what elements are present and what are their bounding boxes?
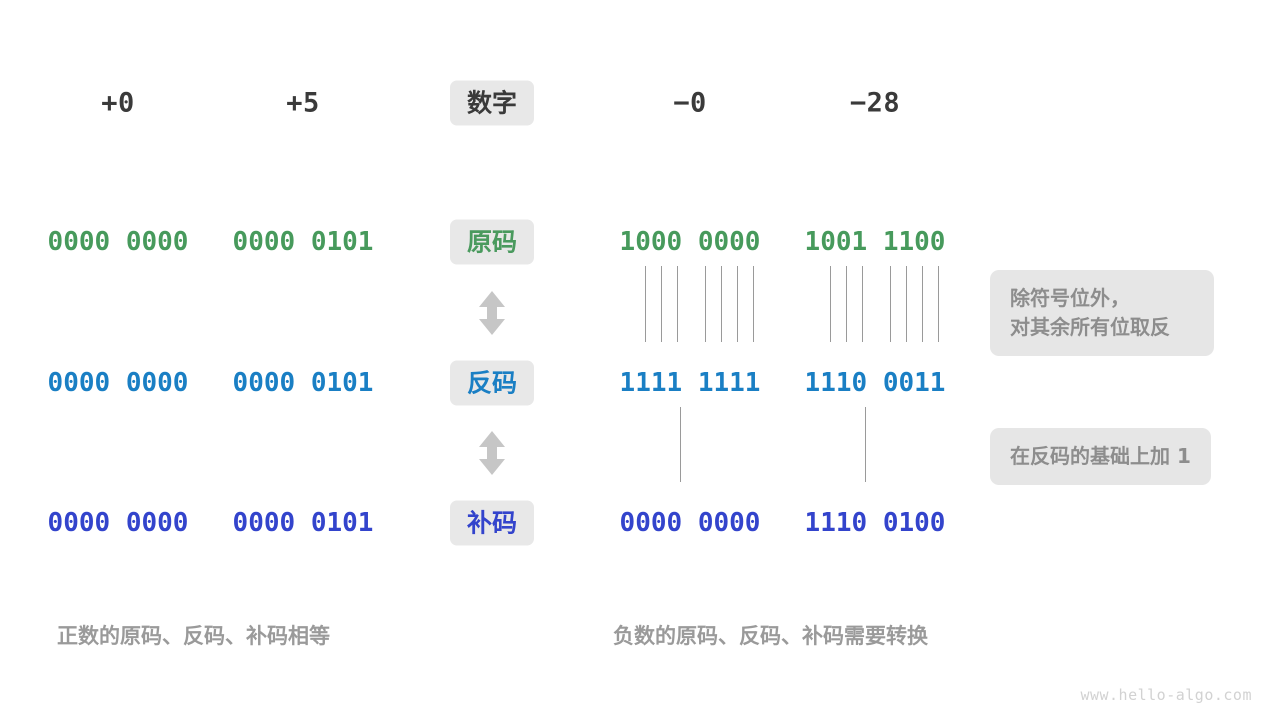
fanma-value-plus-zero: 0000 0000 <box>47 368 189 398</box>
row-badge-buma: 补码 <box>449 500 535 546</box>
fanma-value-minus-twentyeight: 1110 0011 <box>804 368 946 398</box>
connector-line-bit6 <box>721 266 722 342</box>
header-badge-number-label: 数字 <box>449 80 535 126</box>
note-invert-bits: 除符号位外， 对其余所有位取反 <box>990 270 1214 356</box>
connector-line-bit8 <box>938 266 939 342</box>
double-arrow-icon-fanma-buma <box>475 430 509 476</box>
yuanma-value-plus-five: 0000 0101 <box>232 227 374 257</box>
connector-line-bit3 <box>661 266 662 342</box>
double-arrow-icon-yuanma-fanma <box>475 290 509 336</box>
note-add-one: 在反码的基础上加 1 <box>990 428 1211 485</box>
buma-value-minus-zero: 0000 0000 <box>619 508 761 538</box>
caption-positive: 正数的原码、反码、补码相等 <box>57 624 330 648</box>
buma-value-plus-five: 0000 0101 <box>232 508 374 538</box>
fanma-value-minus-zero: 1111 1111 <box>619 368 761 398</box>
yuanma-value-plus-zero: 0000 0000 <box>47 227 189 257</box>
buma-value-plus-zero: 0000 0000 <box>47 508 189 538</box>
fanma-value-plus-five: 0000 0101 <box>232 368 374 398</box>
connector-line-lsb <box>680 407 681 482</box>
yuanma-value-minus-zero: 1000 0000 <box>619 227 761 257</box>
connector-line-bit2 <box>830 266 831 342</box>
row-badge-yuanma: 原码 <box>449 219 535 265</box>
caption-negative: 负数的原码、反码、补码需要转换 <box>613 624 928 648</box>
connector-line-lsb <box>865 407 866 482</box>
row-badge-buma-label: 补码 <box>449 500 535 546</box>
header-number-minus-twentyeight: −28 <box>849 87 901 119</box>
connector-line-bit7 <box>737 266 738 342</box>
row-badge-fanma-label: 反码 <box>449 360 535 406</box>
row-badge-fanma: 反码 <box>449 360 535 406</box>
connector-line-bit5 <box>890 266 891 342</box>
row-badge-yuanma-label: 原码 <box>449 219 535 265</box>
connector-group-minus-twentyeight-fanma-buma <box>805 407 945 482</box>
buma-value-minus-twentyeight: 1110 0100 <box>804 508 946 538</box>
header-number-plus-zero: +0 <box>101 87 135 119</box>
connector-group-minus-zero-fanma-buma <box>620 407 760 482</box>
watermark: www.hello-algo.com <box>1080 686 1252 704</box>
header-badge-number: 数字 <box>449 80 535 126</box>
connector-line-bit8 <box>753 266 754 342</box>
header-number-minus-zero: −0 <box>673 87 707 119</box>
yuanma-value-minus-twentyeight: 1001 1100 <box>804 227 946 257</box>
connector-line-bit4 <box>677 266 678 342</box>
connector-group-minus-zero-yuanma-fanma <box>620 266 760 342</box>
connector-line-bit6 <box>906 266 907 342</box>
connector-line-bit2 <box>645 266 646 342</box>
connector-group-minus-twentyeight-yuanma-fanma <box>805 266 945 342</box>
connector-line-bit7 <box>922 266 923 342</box>
header-number-plus-five: +5 <box>286 87 320 119</box>
connector-line-bit4 <box>862 266 863 342</box>
connector-line-bit3 <box>846 266 847 342</box>
connector-line-bit5 <box>705 266 706 342</box>
